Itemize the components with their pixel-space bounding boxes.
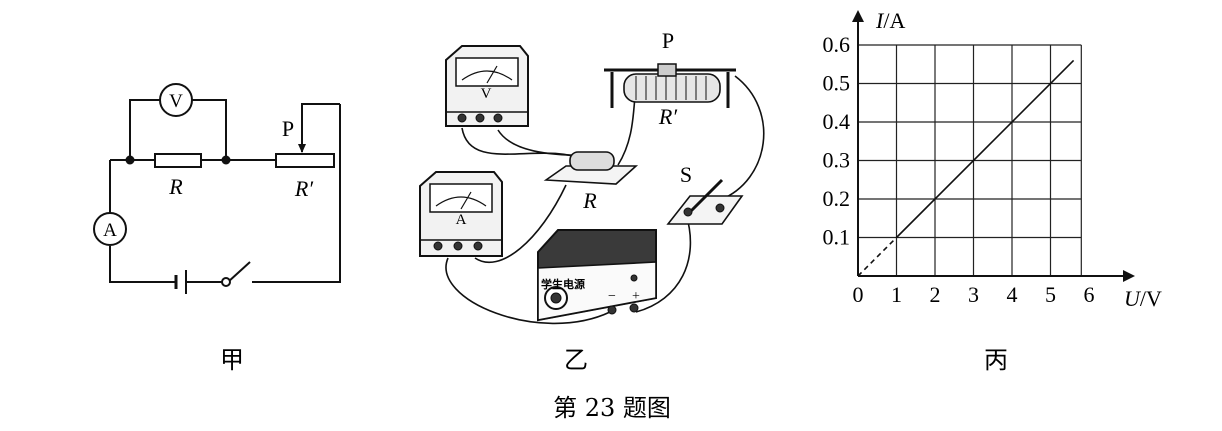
ammeter-letter: A (103, 220, 117, 241)
power-supply-label: 学生电源 (541, 277, 585, 291)
rheostat-symbol (275, 153, 335, 168)
x-axis-label-unit: /V (1140, 286, 1162, 311)
x-tick-label: 6 (1084, 282, 1095, 307)
chart-grid (858, 44, 1082, 276)
iu-chart: 0 1 2 3 4 5 6 0.1 0.2 0.3 0.4 0.5 0.6 (823, 10, 1135, 307)
x-tick-label: 4 (1007, 282, 1018, 307)
chart-axes (852, 10, 1135, 282)
switch-device (666, 178, 744, 225)
ammeter-device (419, 171, 503, 257)
x-tick-label: 3 (968, 282, 979, 307)
resistor-label: R (168, 174, 183, 199)
x-axis-arrow (1123, 270, 1135, 282)
y-tick-label: 0.3 (823, 148, 851, 173)
x-axis-label: U/V (1124, 286, 1162, 311)
wire-cell-to-ammeter (109, 246, 176, 283)
voltmeter-right-wire (192, 99, 227, 160)
power-plus-label: + (632, 289, 640, 304)
switch-blade (227, 261, 251, 283)
figure-caption: 第 23 题图 (553, 394, 671, 422)
slider-wire (301, 103, 340, 148)
wire-rheostat-to-switch (719, 75, 765, 201)
rheostat-label: R′ (294, 176, 314, 201)
ammeter-device-letter: A (456, 212, 467, 228)
power-minus-label: − (608, 289, 616, 304)
junction-dot-right (221, 155, 231, 165)
x-tick-label: 1 (891, 282, 902, 307)
panel-jia-caption: 甲 (220, 346, 244, 374)
x-tick-label: 5 (1045, 282, 1056, 307)
chart-series (857, 59, 1075, 277)
rheostat-slider-label: P (662, 28, 674, 53)
y-tick-label: 0.4 (823, 109, 851, 134)
voltmeter-symbol (159, 83, 193, 117)
x-tick-label: 0 (853, 282, 864, 307)
x-tick-label: 2 (930, 282, 941, 307)
power-supply-device (537, 229, 657, 322)
wire-switch-to-power (635, 213, 692, 313)
slider-label: P (282, 116, 294, 141)
y-tick-label: 0.1 (823, 225, 851, 250)
panel-bing-caption: 丙 (984, 346, 1008, 374)
voltmeter-letter: V (169, 91, 183, 112)
voltmeter-left-wire (129, 99, 160, 160)
panel-yi-caption: 乙 (564, 346, 588, 374)
switch-label: S (680, 162, 692, 187)
y-axis-arrow (852, 10, 864, 22)
rheostat-device (604, 63, 736, 108)
y-axis-label-unit: /A (883, 8, 905, 33)
circuit-schematic (93, 83, 341, 294)
apparatus-drawing (419, 45, 765, 325)
voltmeter-device (445, 45, 529, 127)
wire-ammeter-to-R (474, 184, 567, 264)
chart-tick-labels: 0 1 2 3 4 5 6 0.1 0.2 0.3 0.4 0.5 0.6 (823, 32, 1095, 307)
resistor-board (543, 151, 639, 185)
y-axis-label-var: I (875, 8, 885, 33)
y-tick-label: 0.2 (823, 186, 851, 211)
resistor-device-label: R (582, 188, 597, 213)
series-line-measured (895, 59, 1075, 239)
y-tick-label: 0.5 (823, 71, 851, 96)
y-axis-label: I/A (875, 8, 905, 33)
switch-pivot (221, 277, 231, 287)
x-axis-label-var: U (1124, 286, 1142, 311)
wire-ammeter-to-power (445, 257, 611, 325)
junction-dot-left (125, 155, 135, 165)
rheostat-device-label: R′ (658, 104, 678, 129)
y-tick-label: 0.6 (823, 32, 851, 57)
resistor-symbol (154, 153, 202, 168)
right-return-wire (252, 104, 341, 283)
series-line-dashed-extension (857, 236, 898, 277)
voltmeter-device-letter: V (481, 86, 492, 102)
